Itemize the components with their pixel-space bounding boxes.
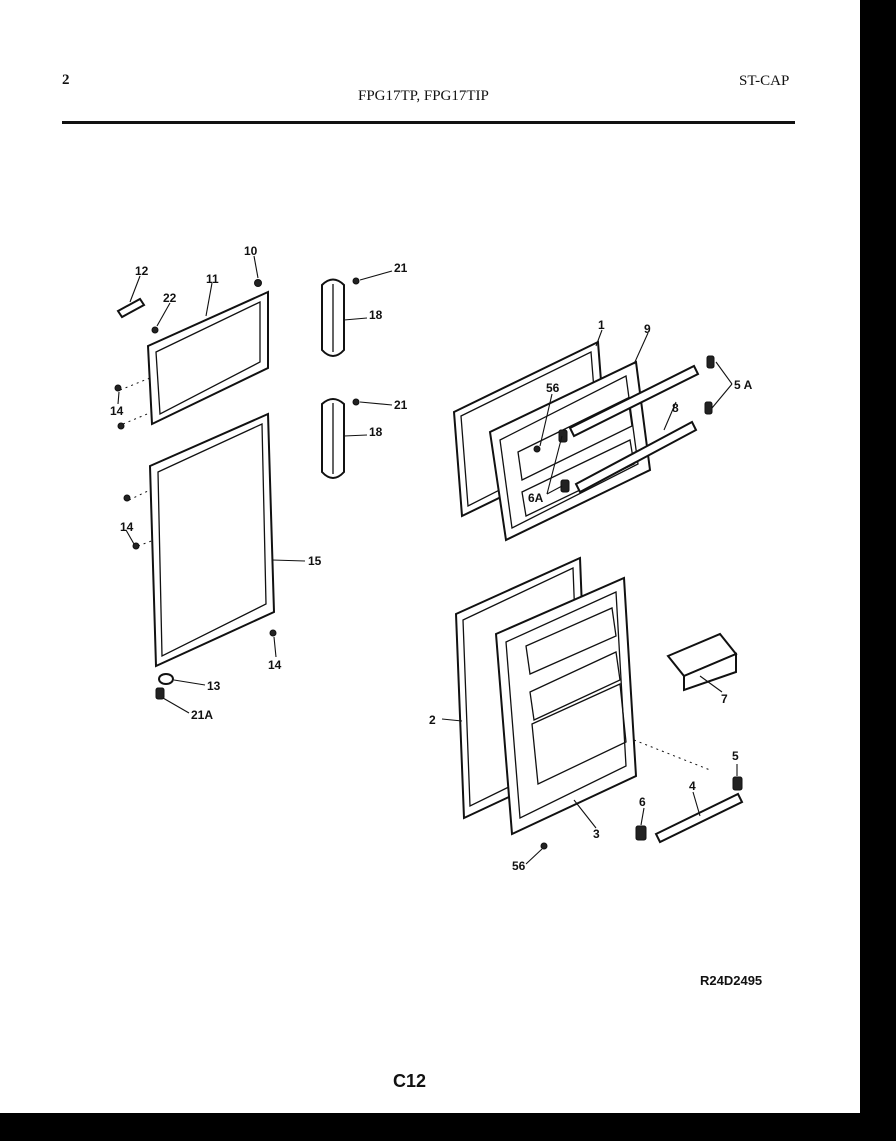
callout-18-mid: 18	[369, 425, 383, 439]
dairy-door-7	[666, 632, 738, 692]
screw-21-top	[352, 277, 360, 285]
screw-14-b	[117, 422, 125, 430]
callout-56-top: 56	[546, 381, 560, 395]
hinge-bushing-13	[158, 673, 174, 685]
callout-22: 22	[163, 291, 177, 305]
callout-21-mid: 21	[394, 398, 408, 412]
shelf-stop-6A-top	[558, 429, 568, 443]
callout-1: 1	[598, 318, 605, 332]
fresh-food-gasket-part	[148, 412, 276, 668]
callout-6: 6	[639, 795, 646, 809]
screw-10	[254, 279, 262, 287]
callout-8: 8	[672, 401, 679, 415]
rail-clip-5A-top	[706, 355, 715, 369]
section-code: ST-CAP	[739, 73, 790, 89]
screw-14-c	[123, 494, 131, 502]
rail-clip-5A-bot	[704, 401, 713, 415]
screw-56-top	[533, 445, 541, 453]
callout-10: 10	[244, 244, 258, 258]
handle-18-mid	[321, 398, 345, 479]
callout-15: 15	[308, 554, 322, 568]
screw-56-bot	[540, 842, 548, 850]
screw-21-mid	[352, 398, 360, 406]
callout-14-a: 14	[110, 404, 124, 418]
shelf-stop-6A-bot	[560, 479, 570, 493]
callout-14-c: 14	[268, 658, 282, 672]
callout-18-top: 18	[369, 308, 383, 322]
door-shelf-4	[654, 792, 744, 844]
freezer-gasket-part	[146, 290, 269, 426]
callout-56-bot: 56	[512, 859, 526, 873]
shelf-end-cap-6	[635, 825, 647, 841]
callout-labels: 12 22 11 10 21 18 21 18 14 14 15 14 13 2…	[110, 244, 753, 873]
callout-14-b: 14	[120, 520, 134, 534]
callout-13: 13	[207, 679, 221, 693]
callout-7: 7	[721, 692, 728, 706]
shelf-end-cap-5	[732, 776, 743, 791]
callout-11: 11	[206, 272, 219, 286]
strip-part-12	[116, 297, 146, 319]
model-numbers: FPG17TP, FPG17TIP	[358, 88, 489, 104]
callout-6A: 6A	[528, 491, 544, 505]
door-shelf-rails-8	[568, 364, 700, 494]
page-number: 2	[62, 72, 70, 88]
drawing-code: R24D2495	[700, 973, 763, 988]
callout-4: 4	[689, 779, 696, 793]
screw-14-a	[114, 384, 122, 392]
handle-18-top	[321, 278, 345, 357]
callout-3: 3	[593, 827, 600, 841]
screw-22	[151, 326, 159, 334]
callout-5: 5	[732, 749, 739, 763]
callout-leaders	[117, 255, 738, 865]
freezer-door-liner-9	[488, 360, 652, 542]
page-code: C12	[393, 1071, 427, 1091]
callout-21A: 21A	[191, 708, 213, 722]
exploded-parts-diagram: 12 22 11 10 21 18 21 18 14 14 15 14 13 2…	[110, 244, 753, 873]
callout-2: 2	[429, 713, 436, 727]
header-rule	[62, 121, 795, 124]
screw-14-e	[269, 629, 277, 637]
callout-21-top: 21	[394, 261, 408, 275]
callout-9: 9	[644, 322, 651, 336]
fresh-food-door-liner-3	[494, 576, 638, 836]
callout-5A: 5 A	[734, 378, 753, 392]
hinge-pin-21A	[155, 687, 165, 700]
parts-sheet: 2 FPG17TP, FPG17TIP ST-CAP	[0, 0, 860, 1113]
callout-12: 12	[135, 264, 149, 278]
